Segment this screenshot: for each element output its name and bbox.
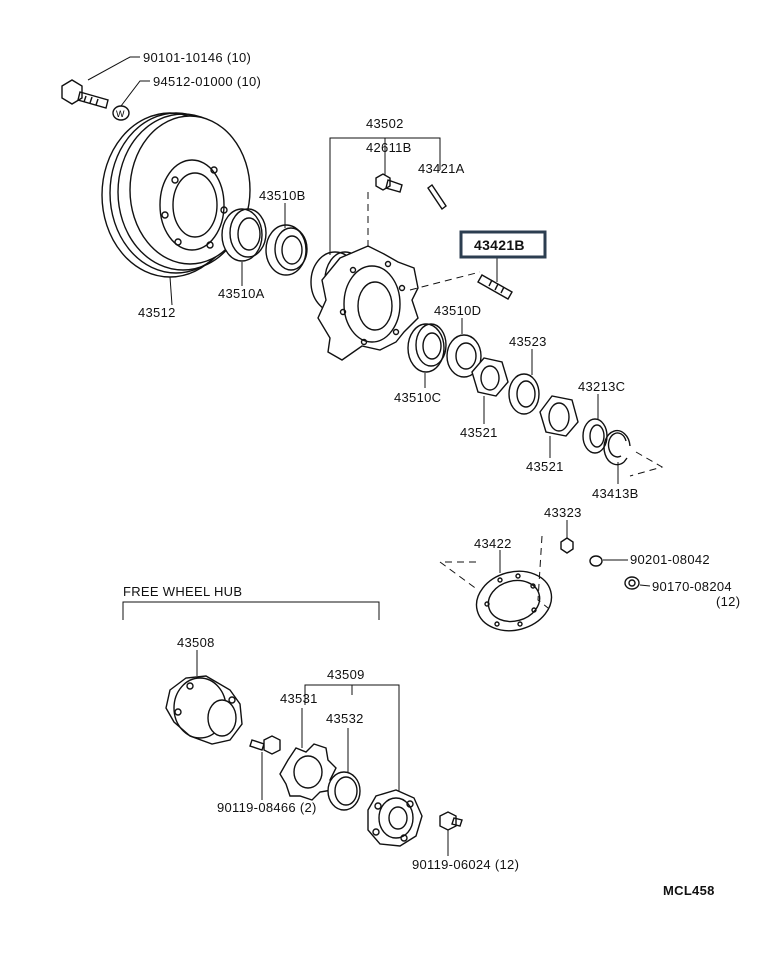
svg-text:W: W <box>116 109 125 119</box>
label-43521-b: 43521 <box>526 459 564 474</box>
label-43521-a: 43521 <box>460 425 498 440</box>
label-qty-12: (12) <box>716 594 740 609</box>
lock-washer-43523[interactable] <box>508 373 540 415</box>
washer-94512[interactable]: W <box>112 105 130 121</box>
label-43323: 43323 <box>544 505 582 520</box>
lock-nut-43521-a[interactable] <box>471 357 509 397</box>
label-43531: 43531 <box>280 691 318 706</box>
label-90201-08042: 90201-08042 <box>630 552 710 567</box>
label-90101-10146: 90101-10146 (10) <box>143 50 251 65</box>
free-wheel-hub-body-43508[interactable] <box>165 675 243 745</box>
label-43510A: 43510A <box>218 286 265 301</box>
label-90119-08466: 90119-08466 (2) <box>217 800 317 815</box>
lock-nut-43521-b[interactable] <box>539 395 579 437</box>
label-43510C: 43510C <box>394 390 441 405</box>
bearing-43510A[interactable] <box>221 208 267 262</box>
label-90170-08204: 90170-08204 <box>652 579 732 594</box>
bolt-42611B[interactable] <box>375 173 403 193</box>
washer-43510D[interactable] <box>446 334 482 378</box>
highlight-box-43421B[interactable] <box>459 230 547 259</box>
nut-90201[interactable] <box>589 555 603 567</box>
label-43510D: 43510D <box>434 303 481 318</box>
bolt-90119-06024[interactable] <box>439 811 463 831</box>
hub-cover-43509[interactable] <box>367 789 423 847</box>
snap-ring-43413B[interactable] <box>603 429 631 466</box>
label-42611B: 42611B <box>366 140 412 155</box>
axle-hub-43502[interactable] <box>310 245 419 361</box>
label-43421A: 43421A <box>418 161 465 176</box>
bearing-43510B[interactable] <box>265 224 308 276</box>
nut-43323[interactable] <box>560 537 574 554</box>
label-43421B: 43421B <box>474 237 525 253</box>
bolt-90119-08466[interactable] <box>249 735 281 755</box>
label-43509: 43509 <box>327 667 365 682</box>
label-43508: 43508 <box>177 635 215 650</box>
bearing-43510C[interactable] <box>407 323 447 373</box>
brake-disc-43512[interactable] <box>101 112 251 278</box>
flange-ring-43422[interactable] <box>470 563 558 639</box>
label-43523: 43523 <box>509 334 547 349</box>
label-43502: 43502 <box>366 116 404 131</box>
bolt-90101[interactable] <box>61 79 109 109</box>
section-title-free-wheel-hub: FREE WHEEL HUB <box>123 584 242 599</box>
label-43510B: 43510B <box>259 188 306 203</box>
label-43422: 43422 <box>474 536 512 551</box>
diagram-code: MCL458 <box>663 883 715 898</box>
washer-90170[interactable] <box>624 576 640 590</box>
stud-43421B[interactable] <box>477 274 513 300</box>
o-ring-43532[interactable] <box>327 771 361 811</box>
label-43532: 43532 <box>326 711 364 726</box>
label-90119-06024: 90119-06024 (12) <box>412 857 519 872</box>
label-43213C: 43213C <box>578 379 625 394</box>
label-43512: 43512 <box>138 305 176 320</box>
stud-43421A[interactable] <box>427 183 447 211</box>
label-43413B: 43413B <box>592 486 639 501</box>
label-94512-01000: 94512-01000 (10) <box>153 74 261 89</box>
